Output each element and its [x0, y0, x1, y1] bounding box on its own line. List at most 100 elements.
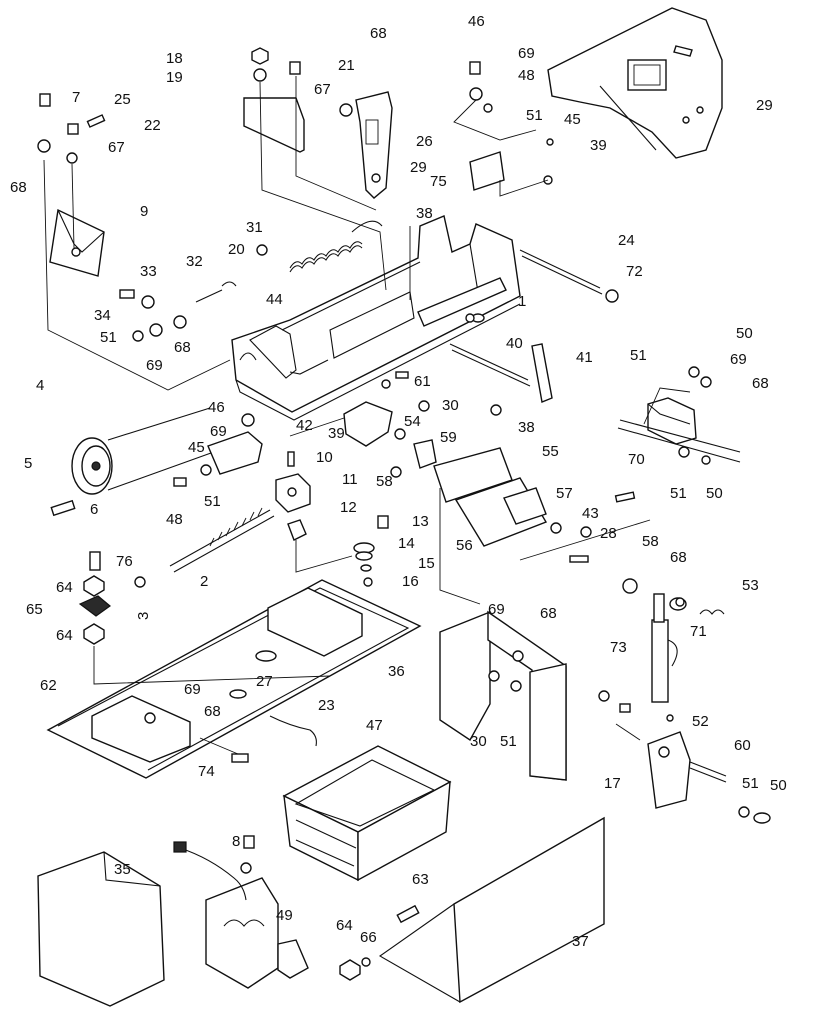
callout-29-mid: 29 [410, 159, 427, 176]
callout-51-right: 51 [630, 347, 647, 364]
callout-11: 11 [342, 471, 358, 488]
callout-25: 25 [114, 91, 131, 108]
hose-23 [269, 715, 317, 747]
callout-48-lower: 48 [166, 511, 183, 528]
callout-9: 9 [140, 203, 148, 220]
callout-1: 1 [518, 293, 526, 310]
callout-7: 7 [72, 89, 80, 106]
callout-12: 12 [340, 499, 357, 516]
bracket-45-lower [200, 413, 263, 476]
callout-51-mid-lower: 51 [204, 493, 221, 510]
callout-60: 60 [734, 737, 751, 754]
callout-17: 17 [604, 775, 621, 792]
callout-65: 65 [26, 601, 43, 618]
callout-4: 4 [36, 377, 44, 394]
parts-layer [37, 7, 771, 1007]
callout-58-lower: 58 [642, 533, 659, 550]
lever-26 [355, 91, 393, 199]
callout-68-right: 68 [752, 375, 769, 392]
callout-55: 55 [542, 443, 559, 460]
callout-68-base: 68 [204, 703, 221, 720]
callout-74: 74 [198, 763, 215, 780]
callout-49: 49 [276, 907, 293, 924]
callout-47: 47 [366, 717, 383, 734]
callout-75: 75 [430, 173, 447, 190]
chip-tray-47 [282, 745, 452, 882]
callout-59: 59 [440, 429, 457, 446]
callout-56: 56 [456, 537, 473, 554]
callout-34: 34 [94, 307, 111, 324]
back-panel-37 [339, 816, 605, 1004]
callout-51-right-lower: 51 [670, 485, 687, 502]
callout-69: 69 [518, 45, 535, 62]
callout-51-hinge: 51 [742, 775, 759, 792]
callout-67-left: 67 [108, 139, 125, 156]
callout-22: 22 [144, 117, 161, 134]
callout-50-hinge: 50 [770, 777, 787, 794]
callout-68-stand: 68 [540, 605, 557, 622]
callout-45-lower: 45 [188, 439, 205, 456]
guide-lines [43, 76, 691, 755]
callout-37: 37 [572, 933, 589, 950]
callout-33: 33 [140, 263, 157, 280]
callout-30-stand: 30 [470, 733, 487, 750]
callout-2: 2 [200, 573, 208, 590]
callout-35: 35 [114, 861, 131, 878]
callout-50: 50 [736, 325, 753, 342]
callout-66: 66 [360, 929, 377, 946]
callout-69-mid: 69 [146, 357, 163, 374]
callout-69-stand: 69 [488, 601, 505, 618]
plate-55 [433, 447, 636, 563]
nut-stack-76 [78, 551, 111, 645]
callout-64-bottom: 64 [336, 917, 353, 934]
callout-70: 70 [628, 451, 645, 468]
callout-64-lower: 64 [56, 627, 73, 644]
screw-2 [169, 507, 275, 573]
callout-51-left: 51 [100, 329, 117, 346]
callout-31: 31 [246, 219, 263, 236]
callout-46-lower: 46 [208, 399, 225, 416]
callout-51-stand: 51 [500, 733, 517, 750]
callout-labels: 18 19 21 68 46 69 48 51 45 29 7 25 22 67… [10, 13, 787, 950]
clamp-54 [343, 371, 409, 447]
side-cover-35 [37, 851, 165, 1007]
callout-5: 5 [24, 455, 32, 472]
callout-54: 54 [404, 413, 421, 430]
callout-43: 43 [582, 505, 599, 522]
callout-51: 51 [526, 107, 543, 124]
motor-49 [173, 841, 309, 989]
callout-13: 13 [412, 513, 429, 530]
callout-76: 76 [116, 553, 133, 570]
callout-63: 63 [412, 871, 429, 888]
main-frame [231, 215, 521, 421]
callout-67: 67 [314, 81, 331, 98]
callout-28: 28 [600, 525, 617, 542]
callout-27: 27 [256, 673, 273, 690]
callout-68-cylinder: 68 [670, 549, 687, 566]
knob-59 [413, 439, 437, 469]
callout-64: 64 [56, 579, 73, 596]
callout-72: 72 [626, 263, 643, 280]
callout-42: 42 [296, 417, 313, 434]
plate-22 [243, 97, 305, 153]
callout-68: 68 [370, 25, 387, 42]
callout-46: 46 [468, 13, 485, 30]
callout-52: 52 [692, 713, 709, 730]
callout-6: 6 [90, 501, 98, 518]
cylinder-71 [622, 578, 725, 703]
callout-21: 21 [338, 57, 355, 74]
callout-38: 38 [416, 205, 433, 222]
callout-32: 32 [186, 253, 203, 270]
callout-15: 15 [418, 555, 435, 572]
washer-stack-14 [353, 515, 389, 587]
callout-39: 39 [590, 137, 607, 154]
blade-guard-arm [547, 7, 723, 159]
callout-40: 40 [506, 335, 523, 352]
callout-23: 23 [318, 697, 335, 714]
callout-57: 57 [556, 485, 573, 502]
spring-31 [289, 220, 383, 273]
nut-18 [251, 47, 269, 82]
callout-14: 14 [398, 535, 415, 552]
callout-16: 16 [402, 573, 419, 590]
hinge-17 [647, 731, 771, 824]
